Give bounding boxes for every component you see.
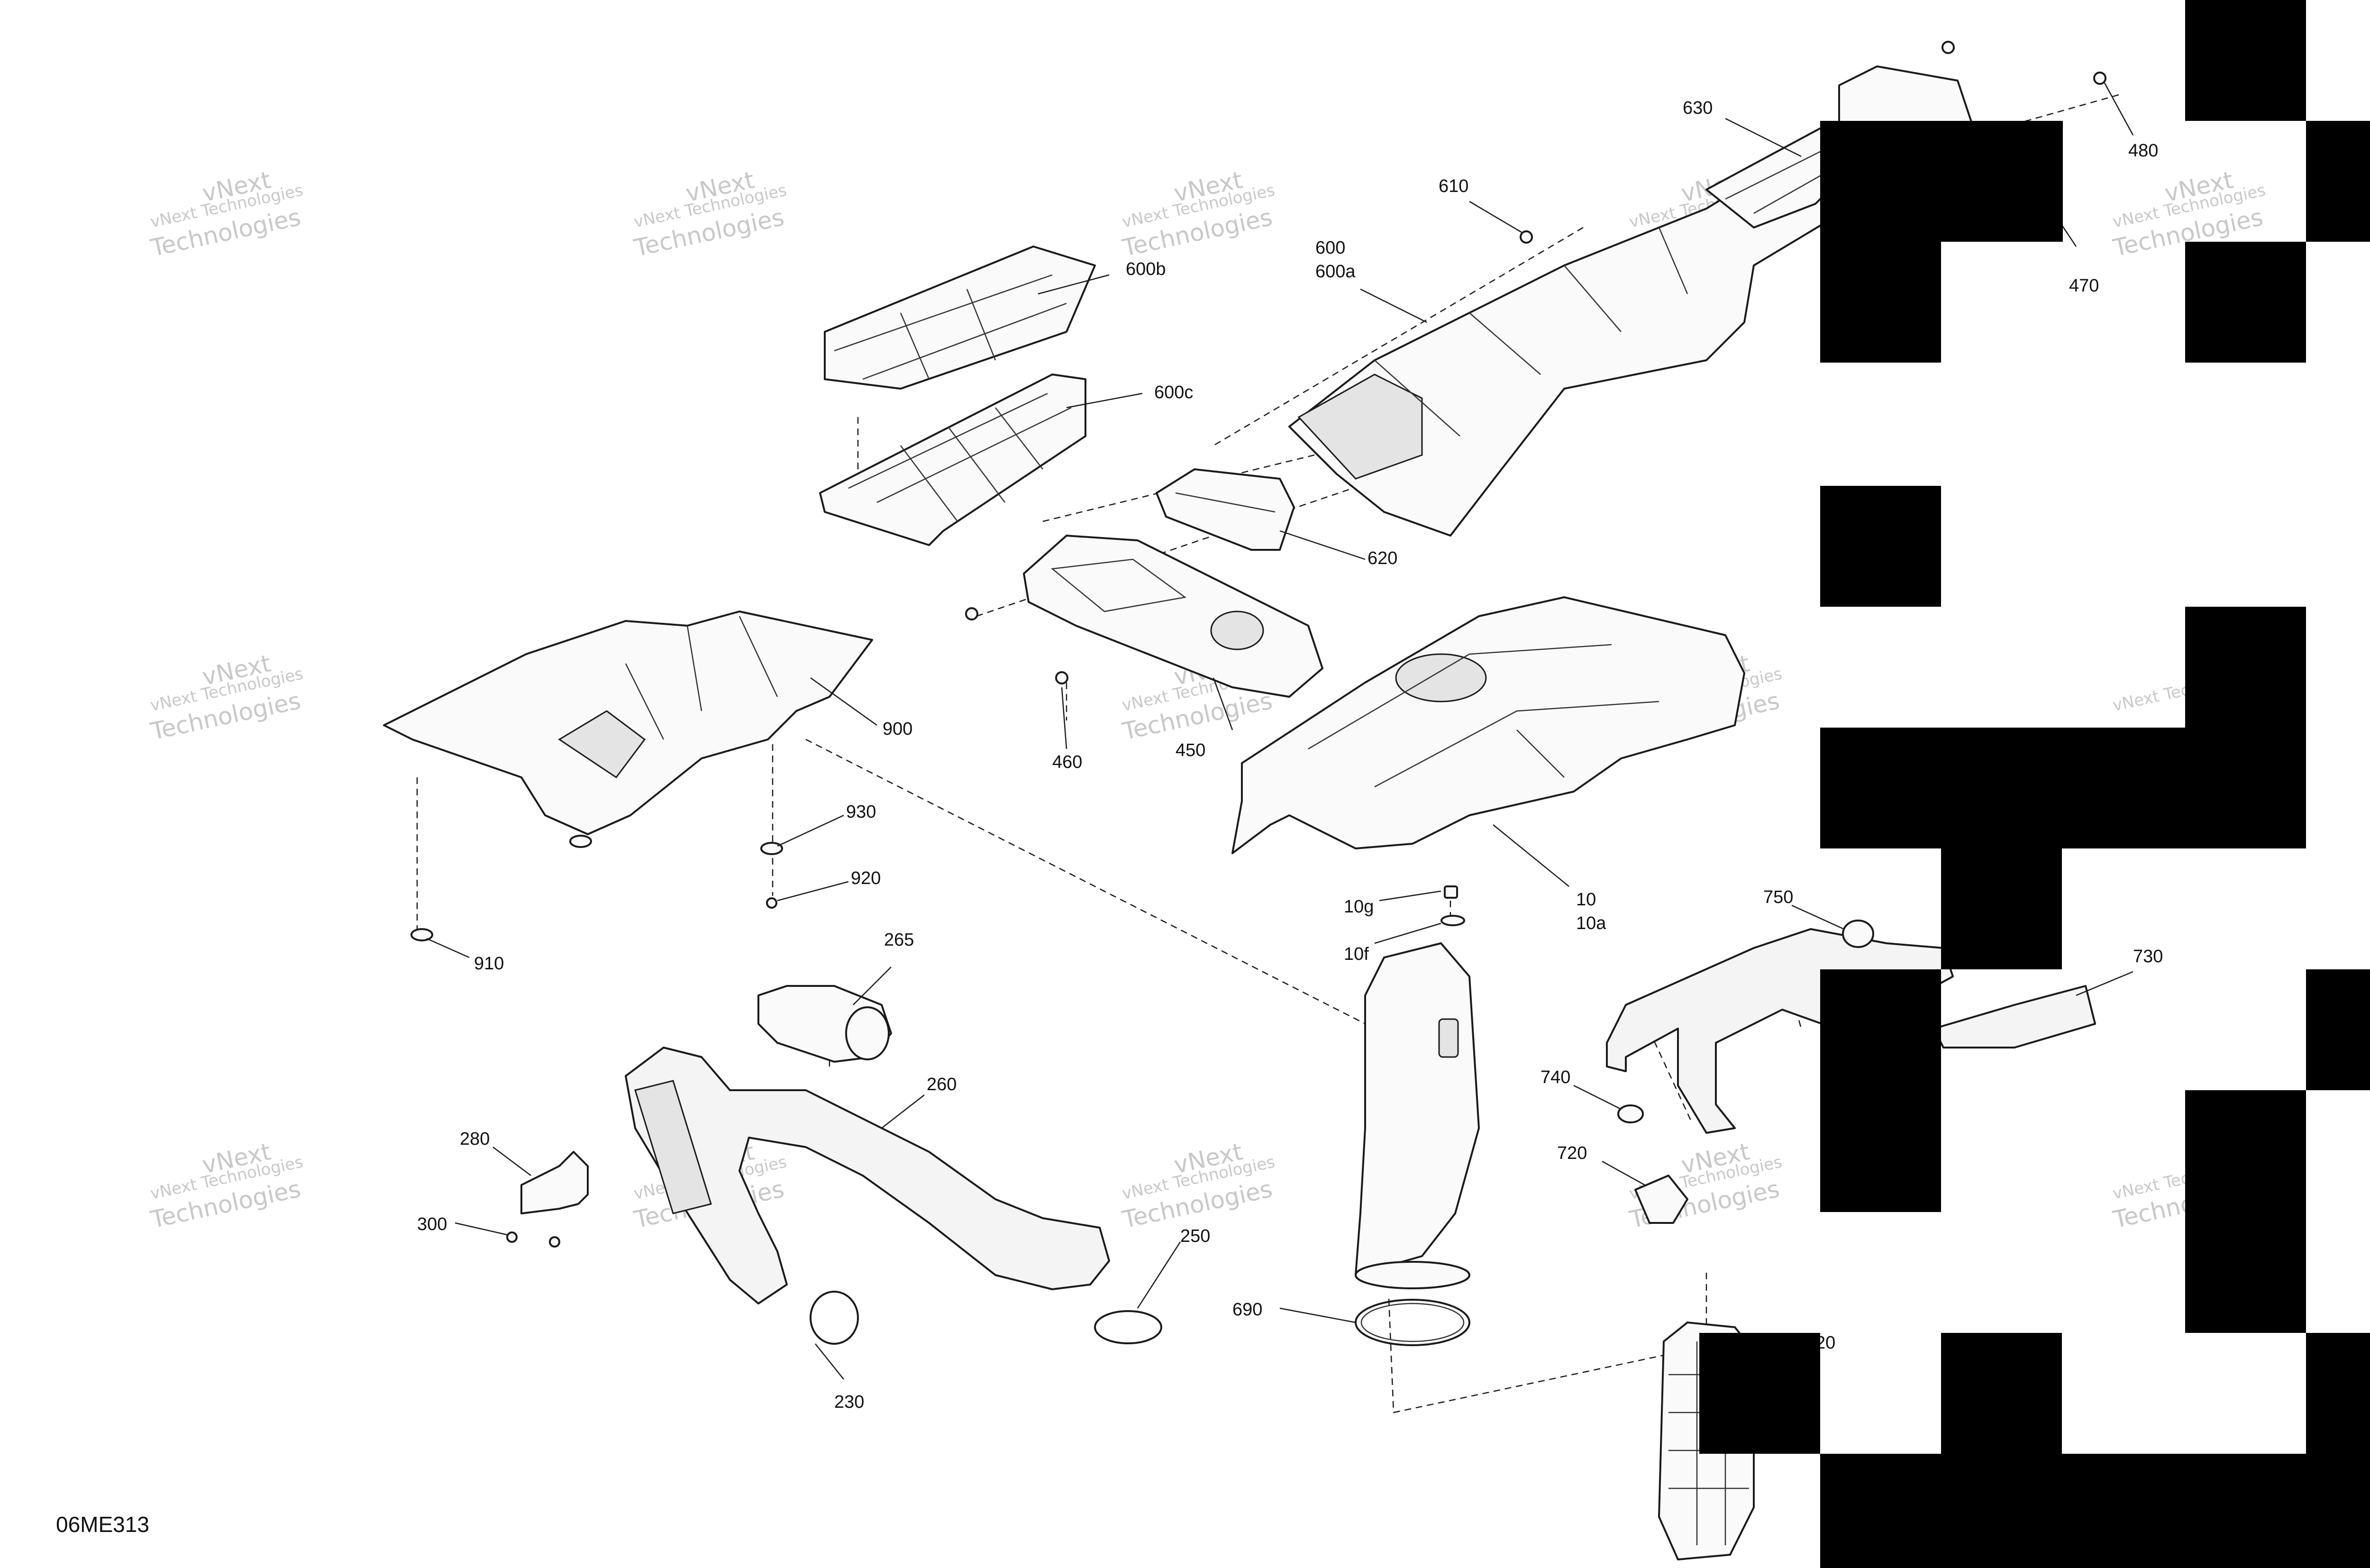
part-600-intake-duct	[1288, 132, 1897, 537]
redaction-block	[2185, 607, 2306, 728]
part-10-airbox-base	[1231, 596, 1745, 854]
redaction-block	[1820, 486, 1941, 607]
redaction-block	[2306, 121, 2370, 242]
callout-750: 750	[1763, 887, 1793, 907]
watermark: vNext Technologies vNext Technologies	[1120, 1138, 1276, 1233]
watermark: vNext Technologies vNext Technologies	[148, 166, 305, 262]
drawing-code: 06ME313	[56, 1512, 149, 1537]
assembly-line	[1388, 1270, 1707, 1413]
redaction-block	[2306, 969, 2370, 1090]
redaction-block	[1941, 848, 2062, 969]
redaction-block	[2185, 1090, 2306, 1333]
redaction-block	[1820, 1454, 2370, 1568]
watermark: vNext Technologies vNext Technologies	[1627, 1138, 1784, 1233]
callout-630: 630	[1683, 98, 1713, 118]
redaction-block	[1820, 121, 2063, 242]
assembly-line	[805, 738, 1375, 1030]
callout-930: 930	[846, 802, 876, 822]
callout-480: 480	[2128, 141, 2158, 161]
callout-620: 620	[1367, 548, 1397, 568]
redaction-block	[1820, 969, 1941, 1212]
part-260-intake-tube	[625, 1047, 1110, 1304]
callout-600c: 600c	[1154, 383, 1193, 402]
redaction-block	[1820, 242, 1941, 363]
callout-10g: 10g	[1344, 897, 1374, 917]
part-720-valve	[1634, 1175, 1688, 1224]
callout-10f: 10f	[1344, 944, 1369, 964]
part-930-washer	[760, 842, 783, 855]
part-600b-cover	[824, 246, 1096, 390]
part-460-screw	[965, 607, 1068, 684]
callout-610: 610	[1439, 176, 1468, 196]
part-920-screw	[766, 897, 777, 909]
part-620-inlet	[1156, 468, 1295, 551]
part-250-clamp	[1094, 1310, 1162, 1344]
redaction-block	[1820, 728, 2306, 848]
redaction-blocks	[1699, 0, 2370, 1568]
part-690-clamp	[1355, 1299, 1470, 1346]
watermark: vNext Technologies vNext Technologies	[148, 1138, 305, 1233]
callout-265: 265	[884, 930, 914, 950]
callout-250: 250	[1180, 1226, 1210, 1246]
part-900-heat-shield	[383, 611, 873, 835]
callout-920: 920	[851, 868, 881, 888]
callout-280: 280	[460, 1129, 490, 1149]
callout-470: 470	[2069, 276, 2099, 296]
part-750-cap	[1842, 920, 1874, 948]
part-280-bracket	[520, 1151, 589, 1214]
watermark: vNext Technologies vNext Technologies	[1120, 166, 1276, 262]
callout-690: 690	[1232, 1300, 1262, 1320]
callout-600b: 600b	[1126, 259, 1166, 279]
callout-460: 460	[1052, 752, 1082, 772]
part-265-elbow	[757, 985, 892, 1063]
callout-720: 720	[1557, 1143, 1587, 1163]
watermark: vNext Technologies vNext Technologies	[631, 166, 788, 262]
callout-900: 900	[883, 719, 912, 739]
callout-260: 260	[927, 1075, 957, 1094]
assembly-line	[1213, 227, 1584, 447]
redaction-block	[2185, 242, 2306, 363]
watermark: vNext Technologies vNext Technologies	[148, 649, 305, 745]
callout-10a: 10a	[1576, 913, 1606, 933]
callout-300: 300	[417, 1214, 447, 1234]
callout-600: 600	[1315, 238, 1345, 258]
part-230-clamp	[810, 1291, 859, 1345]
part-300-screws	[506, 1231, 560, 1248]
part-740-collar	[1617, 1104, 1644, 1123]
redaction-block	[1699, 1333, 1820, 1454]
leader-lines	[426, 82, 2134, 1380]
callout-600a: 600a	[1315, 262, 1356, 282]
callout-10: 10	[1576, 890, 1596, 910]
redaction-block	[2185, 0, 2306, 121]
part-600c-frame	[819, 374, 1086, 546]
part-airbox-housing	[1355, 942, 1480, 1289]
part-480-screw	[1942, 41, 2106, 85]
part-10g-fitting	[1444, 885, 1458, 899]
part-610-screw	[1520, 230, 1533, 244]
part-10f-washer	[1440, 915, 1465, 926]
callout-230: 230	[834, 1392, 864, 1412]
callout-910: 910	[474, 954, 504, 974]
redaction-block	[2306, 1333, 2370, 1454]
callout-labels: 480 630 470 610 600 600a 600b 600c 620 4…	[417, 98, 2163, 1412]
part-450-plate	[1023, 535, 1323, 698]
redaction-block	[1941, 1333, 2062, 1454]
callout-730: 730	[2133, 947, 2163, 966]
part-910-washer	[410, 835, 592, 941]
callout-450: 450	[1176, 740, 1205, 760]
callout-740: 740	[1540, 1067, 1570, 1087]
